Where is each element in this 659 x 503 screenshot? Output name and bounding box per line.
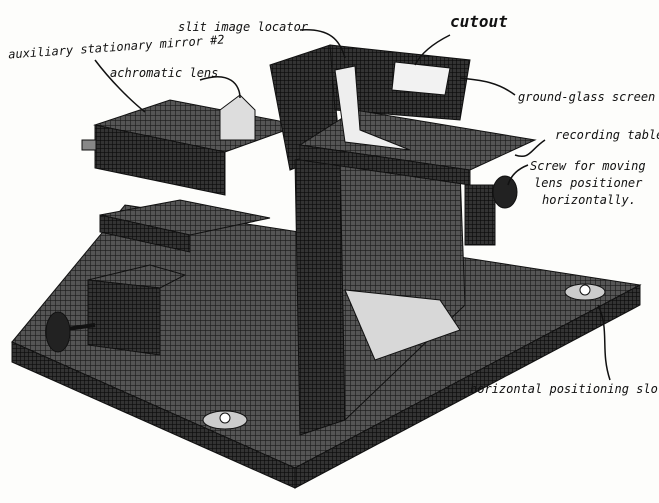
slit-image-locator	[334, 65, 411, 151]
label-recording-table: recording table	[555, 128, 659, 142]
label-ground-glass-screen: ground-glass screen	[518, 90, 656, 104]
label-achromatic-lens: achromatic lens	[110, 66, 219, 80]
label-screw-line: horizontally.	[542, 193, 636, 207]
wing-nut-right	[564, 283, 606, 301]
lens-block-side	[99, 214, 191, 253]
label-screw-line: Screw for moving	[530, 159, 646, 173]
achromatic-lens-holder	[219, 94, 256, 141]
screw-knob-right	[492, 175, 518, 209]
right-post	[464, 184, 496, 246]
label-screw: Screw for moving lens positioner horizon…	[530, 158, 646, 209]
angle-bracket	[344, 289, 461, 361]
auxiliary-mirror-box	[81, 99, 302, 196]
label-cutout: cutout	[450, 12, 508, 31]
wing-nut-left	[202, 410, 248, 430]
slide-assembly	[45, 264, 187, 356]
label-slit-image-locator: slit image locator	[178, 20, 309, 34]
label-screw-line: lens positioner	[534, 176, 643, 190]
cutout-window	[391, 61, 451, 96]
leader-lines	[94, 29, 611, 381]
label-horizontal-positioning-slot: horizontal positioning slot	[470, 382, 659, 396]
screw-knob-left	[45, 311, 71, 353]
